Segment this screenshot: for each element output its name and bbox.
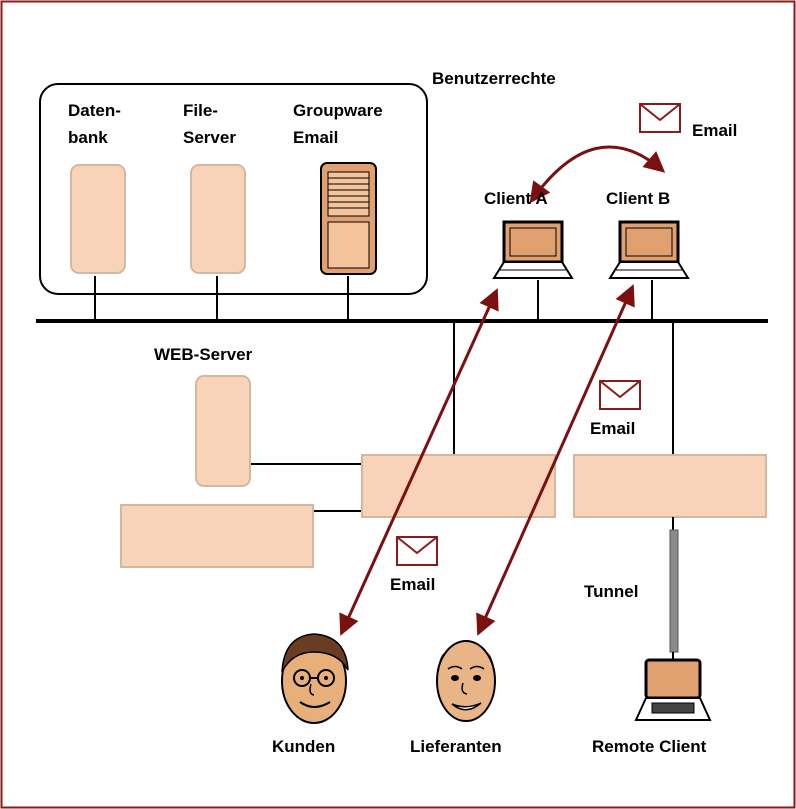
label-email-middle: Email [590,419,635,438]
file-server [190,164,246,274]
lieferanten-arrow [476,284,635,636]
firewall-left-box [361,454,556,518]
label-groupware-1: Groupware [293,101,383,120]
server-group-box [39,83,428,295]
label-email-lower: Email [390,575,435,594]
label-datenbank-1: Daten- [68,101,121,120]
label-fileserver-2: Server [183,128,236,147]
client-email-arrow [529,145,666,204]
label-web-server: WEB-Server [154,345,253,364]
label-tunnel: Tunnel [584,582,638,601]
datenbank-server [70,164,126,274]
groupware-server [320,162,377,275]
label-groupware-2: Email [293,128,338,147]
client-a-computer-icon [492,220,574,279]
label-lieferanten: Lieferanten [410,737,502,756]
kunden-person-icon [281,633,349,724]
label-email-top: Email [692,121,737,140]
envelope-icon-lower [396,536,438,566]
label-datenbank-2: bank [68,128,108,147]
lieferanten-person-icon [436,640,496,722]
firewall-right-box [573,454,767,518]
label-client-a: Client A [484,189,548,208]
client-b-computer-icon [608,220,690,279]
label-remote-client: Remote Client [592,737,707,756]
label-fileserver-1: File- [183,101,218,120]
envelope-icon-middle [599,380,641,410]
kunden-arrow [339,288,499,636]
envelope-icon-top [639,103,681,133]
tunnel-pipe [669,529,679,653]
label-client-b: Client B [606,189,670,208]
remote-client-laptop-icon [634,658,712,721]
router-box [120,504,314,568]
label-benutzerrechte: Benutzerrechte [432,69,556,88]
web-server [195,375,251,487]
label-kunden: Kunden [272,737,335,756]
